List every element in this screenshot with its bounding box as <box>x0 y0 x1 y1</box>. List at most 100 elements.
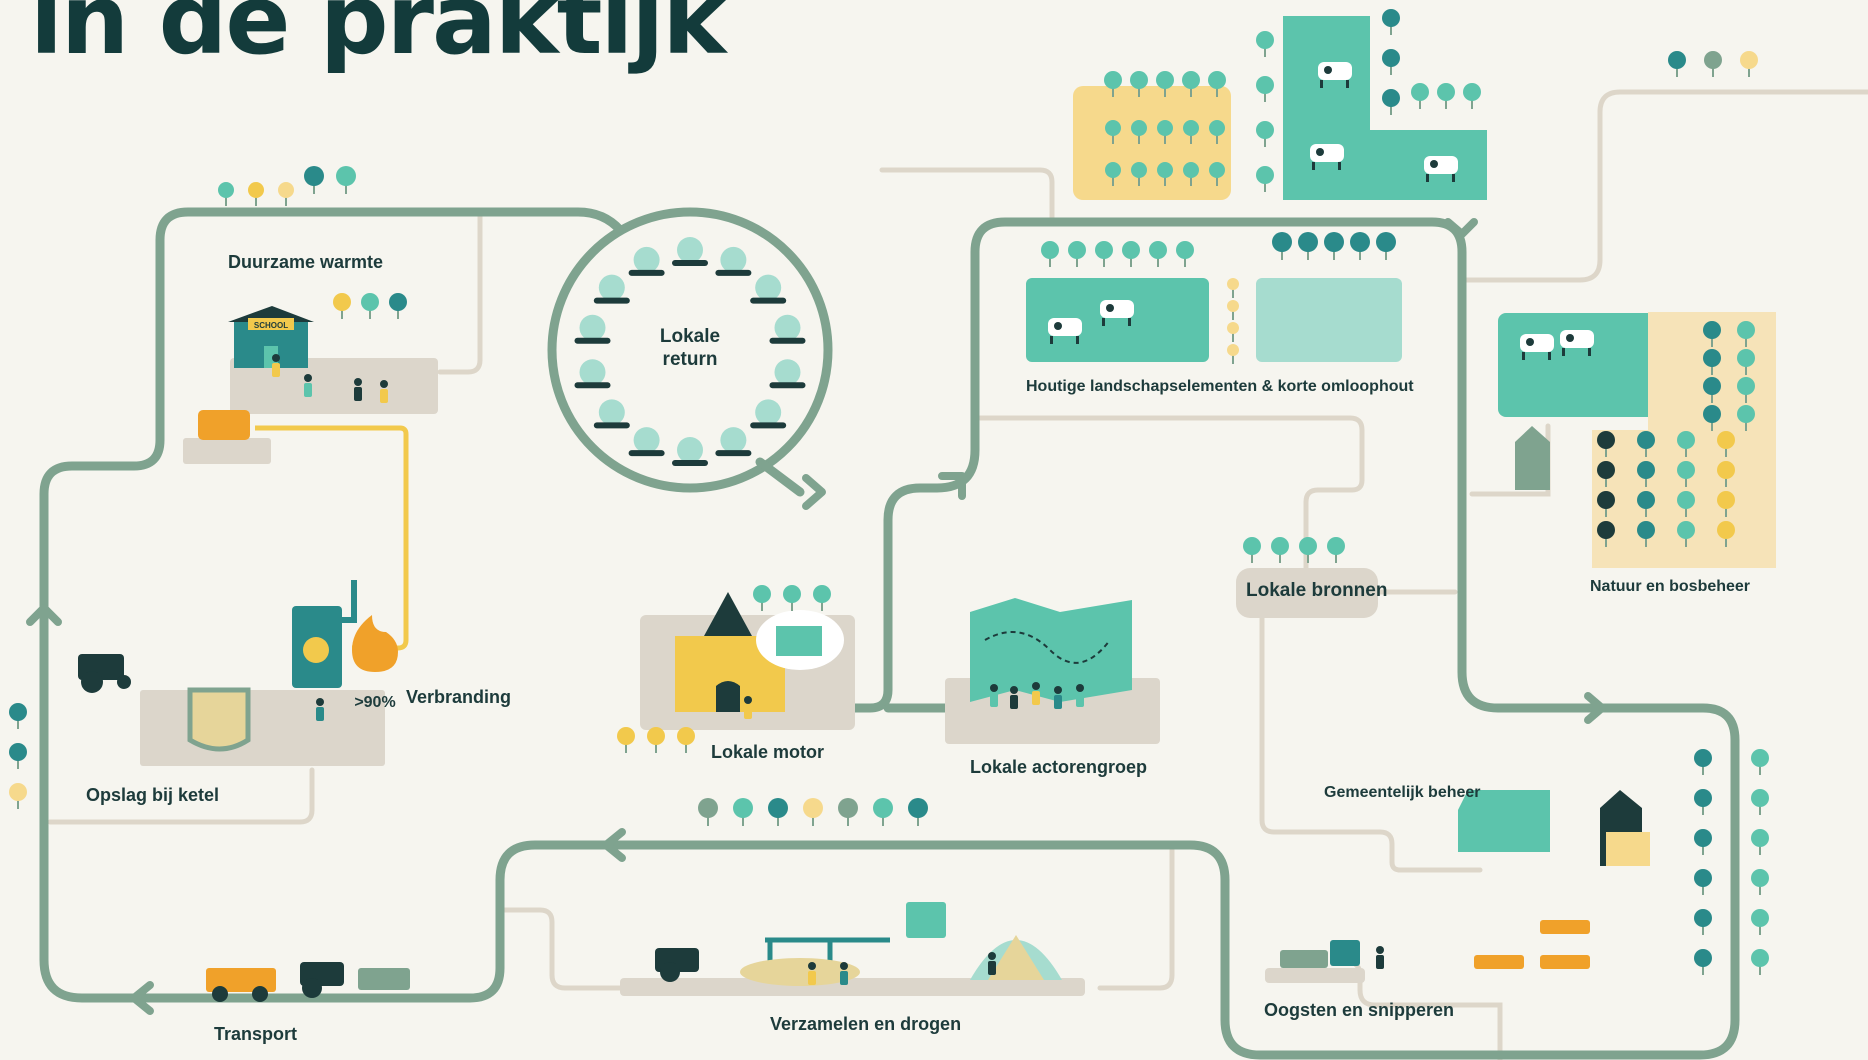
truck-icon <box>206 968 410 1002</box>
school-sign: SCHOOL <box>254 321 288 330</box>
label-lokale-motor: Lokale motor <box>711 742 825 762</box>
tree-icon <box>1227 322 1239 342</box>
tree-icon <box>1677 491 1695 517</box>
calendar-icon <box>906 902 946 938</box>
tree-icon <box>1751 869 1769 895</box>
tree-icon <box>1637 521 1655 547</box>
person <box>808 962 816 985</box>
label-verbranding: Verbranding <box>406 687 512 707</box>
cow-icon <box>1424 156 1458 182</box>
tree-icon <box>1327 537 1345 563</box>
tree-icon <box>1717 491 1735 517</box>
tree-icon <box>336 166 356 194</box>
tree-icon <box>1751 949 1769 975</box>
tree-icon <box>1463 83 1481 109</box>
tree-icon <box>218 182 234 206</box>
tree-icon <box>783 585 801 611</box>
tree-icon <box>1041 241 1059 267</box>
person <box>380 380 388 403</box>
tree-icon <box>1256 76 1274 102</box>
tree-icon <box>1637 431 1655 457</box>
tree-icon <box>1411 83 1429 109</box>
tree-icon <box>1068 241 1086 267</box>
ring-badge <box>769 314 806 344</box>
tree-icon <box>1105 120 1121 144</box>
label-gemeentelijk: Gemeentelijk beheer <box>1324 784 1481 801</box>
tree-icon <box>768 798 788 826</box>
label-duurzame-warmte: Duurzame warmte <box>228 252 384 272</box>
main-route <box>39 207 1740 1060</box>
tree-icon <box>1157 120 1173 144</box>
tree-icon <box>1694 949 1712 975</box>
tree-icon <box>733 798 753 826</box>
cows <box>1048 62 1594 360</box>
person <box>988 952 996 975</box>
tree-icon <box>1256 166 1274 192</box>
tree-icon <box>1176 241 1194 267</box>
tree-icon <box>1382 9 1400 35</box>
boiler-icon <box>292 580 357 688</box>
tree-icon <box>1382 89 1400 115</box>
tree-icon <box>361 293 379 319</box>
label-houtige: Houtige landschapselementen & korte omlo… <box>1026 378 1414 395</box>
tree-icon <box>1703 349 1721 375</box>
ring-badge <box>628 427 665 457</box>
tree-icon <box>698 798 718 826</box>
tree-icon <box>1637 491 1655 517</box>
ring-badge <box>715 427 752 457</box>
tree-icon <box>1694 789 1712 815</box>
label-opslag: Opslag bij ketel <box>86 785 220 805</box>
tree-icon <box>1597 461 1615 487</box>
school-icon: SCHOOL <box>228 306 314 368</box>
tree-icon <box>873 798 893 826</box>
cow-icon <box>1310 144 1344 170</box>
label-transport: Transport <box>214 1024 298 1044</box>
ring-badge <box>715 246 752 276</box>
tree-icon <box>1299 537 1317 563</box>
tree-icon <box>1350 232 1370 260</box>
heat-line <box>255 425 409 651</box>
tree-icon <box>1156 71 1174 97</box>
person <box>272 354 280 377</box>
trees <box>9 9 1769 975</box>
tree-icon <box>1677 521 1695 547</box>
cow-icon <box>1520 334 1554 360</box>
label-verzamelen: Verzamelen en drogen <box>770 1014 962 1034</box>
tree-icon <box>1182 71 1200 97</box>
tree-icon <box>1597 431 1615 457</box>
drying-shed <box>740 937 890 986</box>
tree-icon <box>1131 162 1147 186</box>
ring-center-line2: return <box>662 349 718 370</box>
tree-icon <box>1597 521 1615 547</box>
map-icon <box>970 598 1132 702</box>
tree-icon <box>304 166 324 194</box>
ring-badge <box>593 399 630 429</box>
tree-icon <box>1668 51 1686 77</box>
person <box>744 696 752 719</box>
ring-badge <box>769 359 806 389</box>
ring-badge <box>574 314 611 344</box>
label-oogsten: Oogsten en snipperen <box>1264 1000 1455 1020</box>
tree-icon <box>617 727 635 753</box>
tree-icon <box>1694 829 1712 855</box>
cow-icon <box>1560 330 1594 356</box>
radiator-icon <box>198 410 250 440</box>
tree-icon <box>1243 537 1261 563</box>
tree-icon <box>1298 232 1318 260</box>
cow-icon <box>1100 300 1134 326</box>
tree-icon <box>1183 120 1199 144</box>
page-title: in de praktijk <box>30 0 726 76</box>
ring-badges <box>574 237 806 466</box>
tree-icon <box>1104 71 1122 97</box>
tree-icon <box>1703 405 1721 431</box>
hopper <box>187 687 251 752</box>
tree-icon <box>1703 377 1721 403</box>
tree-icon <box>1717 461 1735 487</box>
tree-icon <box>1157 162 1173 186</box>
person <box>354 378 362 401</box>
tree-icon <box>1751 749 1769 775</box>
ring-badge <box>628 246 665 276</box>
person <box>1076 684 1084 707</box>
person <box>1032 682 1040 705</box>
lokale-bronnen-pill <box>1236 568 1378 618</box>
